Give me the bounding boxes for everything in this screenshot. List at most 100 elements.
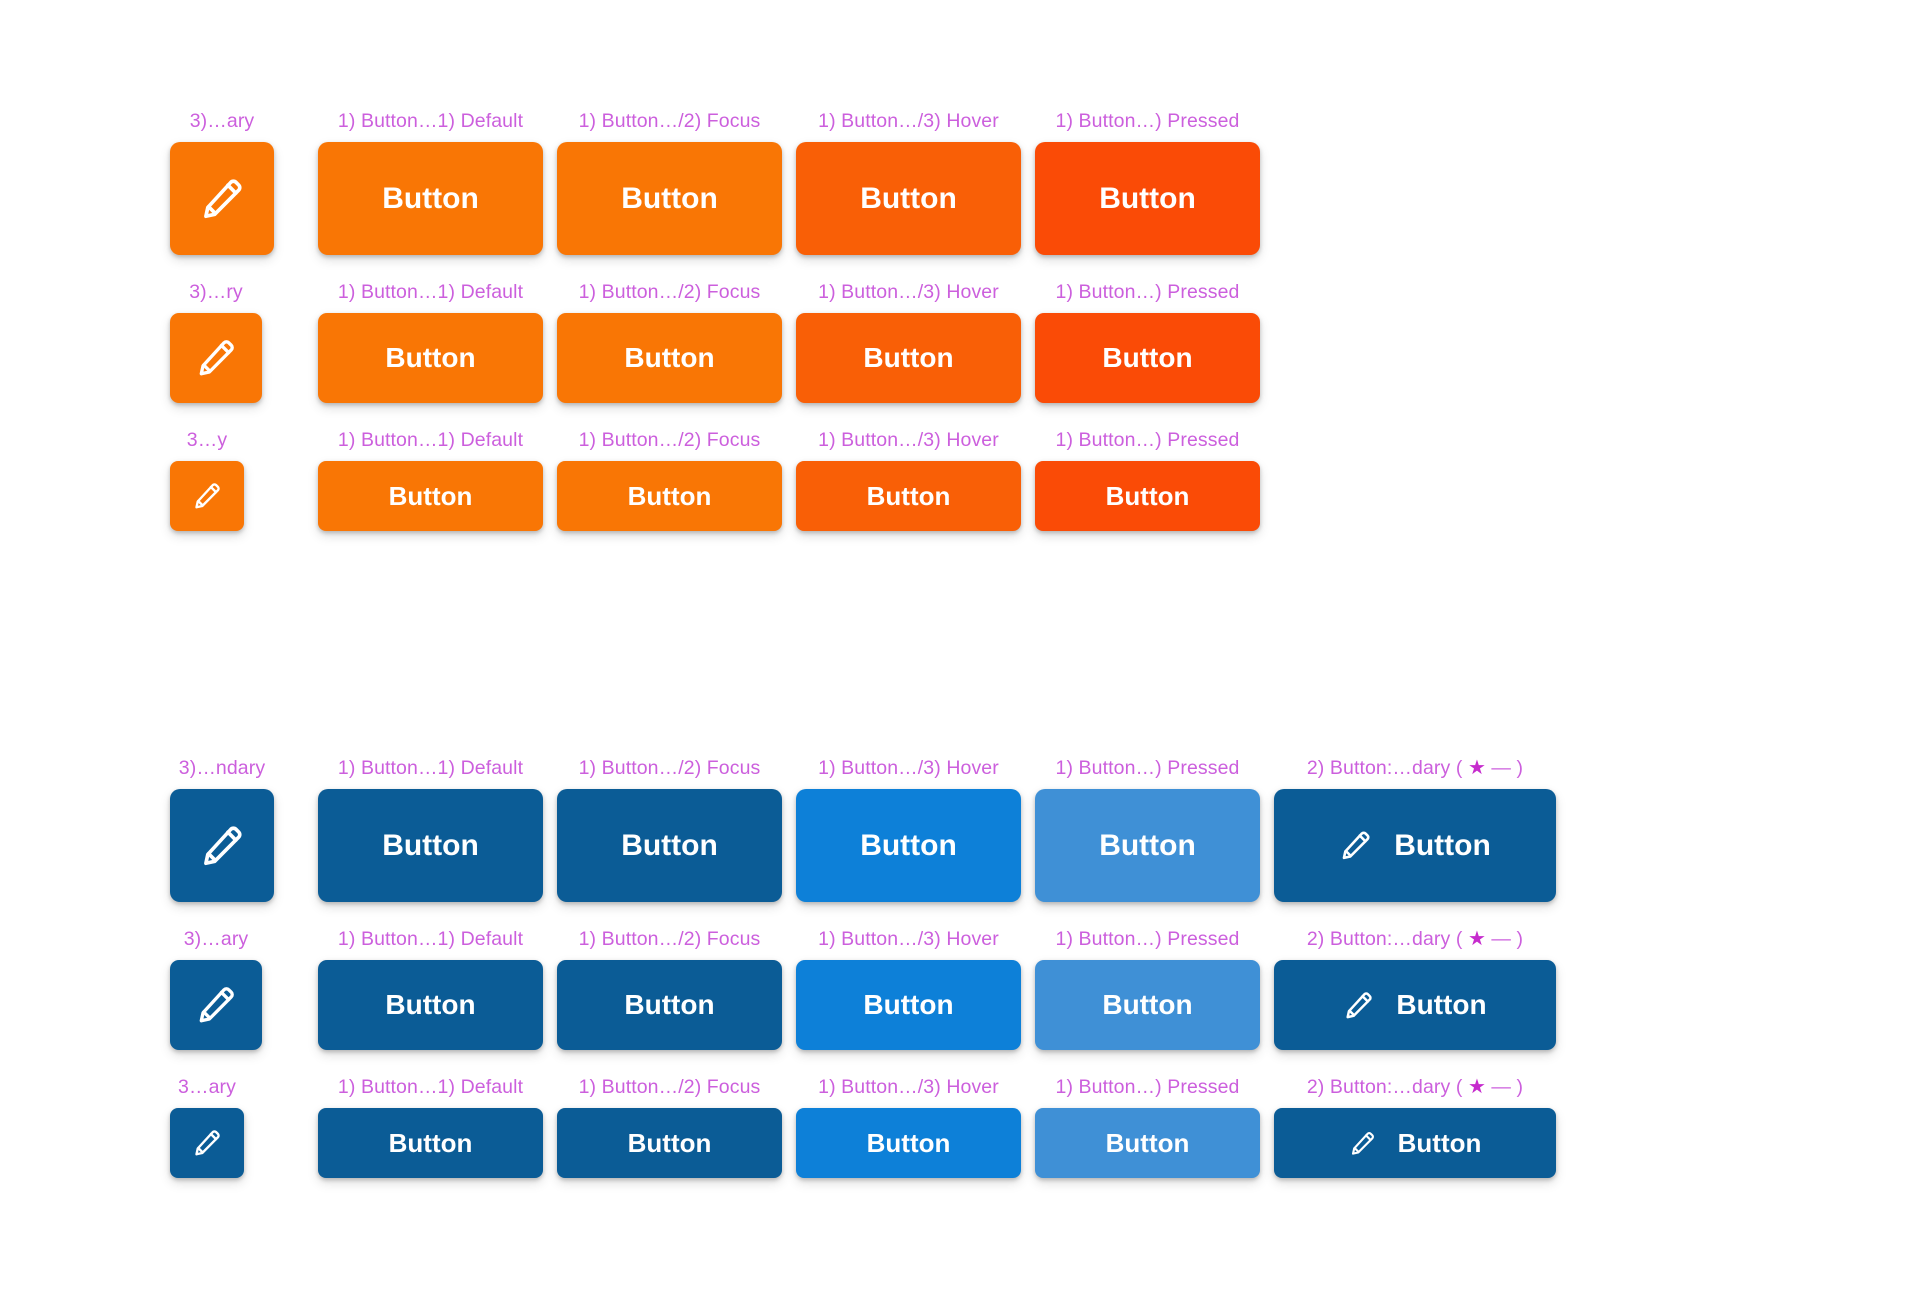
pencil-icon: [1349, 1130, 1376, 1157]
primary-pressed-md[interactable]: Button: [1035, 313, 1260, 403]
primary-focus-sm[interactable]: Button: [557, 461, 782, 531]
primary-hover-lg[interactable]: Button: [796, 142, 1021, 255]
secondary-pressed-sm[interactable]: Button: [1035, 1108, 1260, 1178]
secondary-icon-sm[interactable]: [170, 1108, 244, 1178]
primary-default-sm[interactable]: Button: [318, 461, 543, 531]
button-text: Button: [1099, 181, 1196, 215]
secondary-icontext-md[interactable]: Button: [1274, 960, 1556, 1050]
cell-label-text: 2) Button:…dary ( ★ — ): [1306, 928, 1524, 950]
label-primary-default-lg: 1) Button…1) Default: [338, 111, 523, 131]
cell-label-text: 1) Button…/3) Hover: [818, 429, 999, 451]
cell-label-text: 1) Button…/2) Focus: [578, 757, 761, 779]
pencil-icon: [199, 176, 245, 222]
label-primary-focus-sm: 1) Button…/2) Focus: [579, 430, 761, 450]
primary-default-md[interactable]: Button: [318, 313, 543, 403]
button-text: Button: [1099, 828, 1196, 862]
secondary-icontext-sm[interactable]: Button: [1274, 1108, 1556, 1178]
cell-label-text: 1) Button…/3) Hover: [818, 928, 999, 950]
primary-focus-md[interactable]: Button: [557, 313, 782, 403]
label-secondary-focus-sm: 1) Button…/2) Focus: [579, 1077, 761, 1097]
cell-label-text: 1) Button…) Pressed: [1055, 757, 1240, 779]
primary-focus-lg[interactable]: Button: [557, 142, 782, 255]
secondary-default-sm[interactable]: Button: [318, 1108, 543, 1178]
secondary-hover-md[interactable]: Button: [796, 960, 1021, 1050]
button-text: Button: [860, 181, 957, 215]
cell-label-text: 1) Button…1) Default: [337, 110, 524, 132]
secondary-default-md[interactable]: Button: [318, 960, 543, 1050]
primary-icon-lg[interactable]: [170, 142, 274, 255]
label-secondary-hover-md: 1) Button…/3) Hover: [818, 929, 999, 949]
label-secondary-icontext-lg: 2) Button:…dary ( ★ — ): [1307, 758, 1523, 778]
primary-hover-sm[interactable]: Button: [796, 461, 1021, 531]
secondary-focus-md[interactable]: Button: [557, 960, 782, 1050]
cell-label-text: 2) Button:…dary ( ★ — ): [1306, 1076, 1524, 1098]
secondary-hover-lg[interactable]: Button: [796, 789, 1021, 902]
pencil-icon: [192, 1128, 222, 1158]
button-text: Button: [1105, 480, 1190, 511]
cell-label-text: 1) Button…) Pressed: [1055, 429, 1240, 451]
secondary-icon-lg[interactable]: [170, 789, 274, 902]
button-text: Button: [627, 480, 712, 511]
primary-default-lg[interactable]: Button: [318, 142, 543, 255]
star-glyph: ★: [1467, 1076, 1486, 1098]
pencil-icon: [195, 337, 237, 379]
button-text: Button: [1394, 828, 1491, 862]
pencil-icon: [195, 984, 237, 1026]
button-text: Button: [863, 342, 954, 373]
primary-icon-sm[interactable]: [170, 461, 244, 531]
label-secondary-icontext-sm: 2) Button:…dary ( ★ — ): [1307, 1077, 1523, 1097]
primary-pressed-sm[interactable]: Button: [1035, 461, 1260, 531]
secondary-pressed-md[interactable]: Button: [1035, 960, 1260, 1050]
button-text: Button: [860, 828, 957, 862]
cell-label-text: 1) Button…) Pressed: [1055, 1076, 1240, 1098]
button-text: Button: [385, 989, 476, 1020]
secondary-hover-sm[interactable]: Button: [796, 1108, 1021, 1178]
cell-primary-icon-md: 3)…ry: [170, 282, 262, 403]
button-text: Button: [1396, 989, 1487, 1020]
button-text: Button: [1397, 1127, 1482, 1158]
cell-label-text: 1) Button…/3) Hover: [818, 757, 999, 779]
label-secondary-icontext-md: 2) Button:…dary ( ★ — ): [1307, 929, 1523, 949]
cell-secondary-icon-sm: 3…ary: [170, 1077, 244, 1178]
secondary-icontext-lg[interactable]: Button: [1274, 789, 1556, 902]
cell-secondary-icontext-md: 2) Button:…dary ( ★ — ) Button: [1274, 929, 1556, 1050]
cell-label-text: 1) Button…/2) Focus: [578, 281, 761, 303]
label-secondary-focus-md: 1) Button…/2) Focus: [579, 929, 761, 949]
label-secondary-icon-lg: 3)…ndary: [179, 758, 265, 778]
cell-label-text: 1) Button…/2) Focus: [578, 110, 761, 132]
button-text: Button: [627, 1127, 712, 1158]
label-primary-focus-lg: 1) Button…/2) Focus: [579, 111, 761, 131]
secondary-pressed-lg[interactable]: Button: [1035, 789, 1260, 902]
cell-secondary-icontext-sm: 2) Button:…dary ( ★ — ) Button: [1274, 1077, 1556, 1178]
cell-label-text: 1) Button…) Pressed: [1055, 281, 1240, 303]
cell-label-text: 1) Button…/3) Hover: [818, 110, 999, 132]
primary-pressed-lg[interactable]: Button: [1035, 142, 1260, 255]
secondary-icon-md[interactable]: [170, 960, 262, 1050]
secondary-default-lg[interactable]: Button: [318, 789, 543, 902]
cell-label-text: 3…y: [186, 429, 228, 451]
primary-icon-md[interactable]: [170, 313, 262, 403]
button-text: Button: [624, 989, 715, 1020]
button-text: Button: [1105, 1127, 1190, 1158]
cell-label-text: 3)…ary: [183, 928, 249, 950]
label-secondary-default-sm: 1) Button…1) Default: [338, 1077, 523, 1097]
cell-primary-icon-sm: 3…y: [170, 430, 244, 531]
cell-label-text: 1) Button…) Pressed: [1055, 110, 1240, 132]
secondary-focus-lg[interactable]: Button: [557, 789, 782, 902]
cell-label-text: 1) Button…/2) Focus: [578, 1076, 761, 1098]
primary-hover-md[interactable]: Button: [796, 313, 1021, 403]
label-primary-pressed-md: 1) Button…) Pressed: [1056, 282, 1240, 302]
secondary-focus-sm[interactable]: Button: [557, 1108, 782, 1178]
